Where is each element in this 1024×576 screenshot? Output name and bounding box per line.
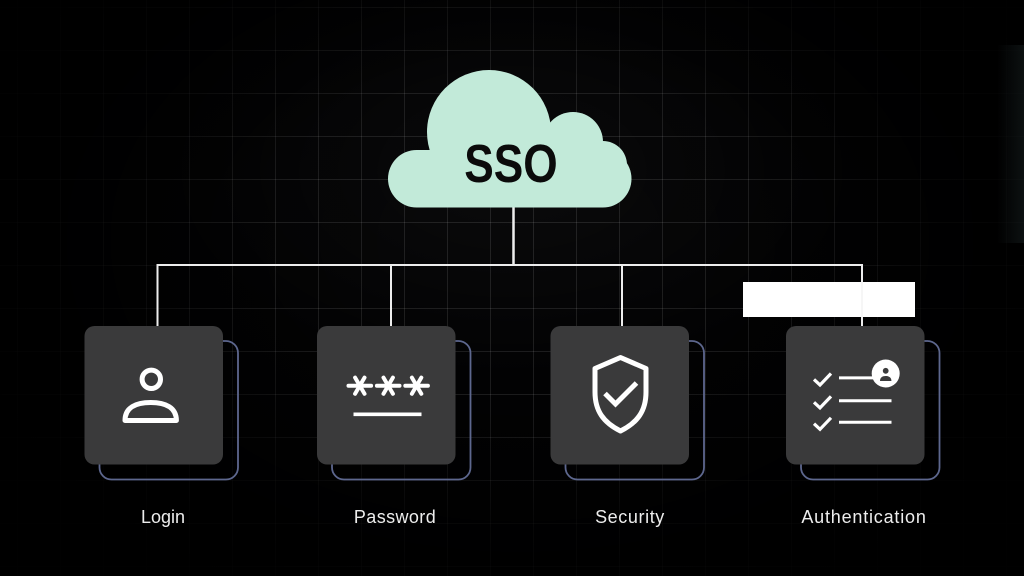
svg-text:Authentication: Authentication [801, 507, 926, 527]
svg-text:Login: Login [141, 507, 185, 527]
svg-text:SSO: SSO [464, 134, 557, 194]
svg-text:Security: Security [595, 507, 665, 527]
svg-text:Password: Password [354, 507, 436, 527]
